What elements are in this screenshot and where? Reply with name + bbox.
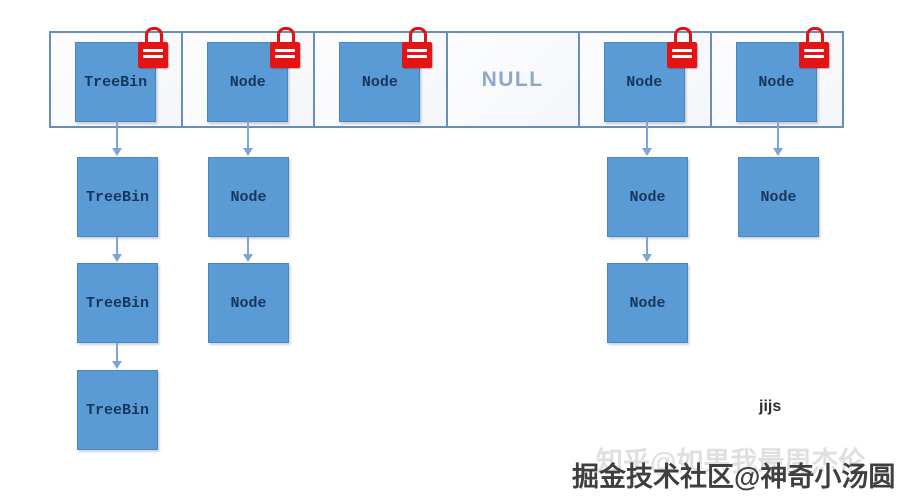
node-chain-box: Node (208, 157, 289, 237)
down-arrow-icon (116, 121, 118, 149)
treebin-box-label: TreeBin (85, 188, 149, 206)
lock-icon (402, 25, 433, 70)
treebin-chain-box: TreeBin (77, 157, 158, 237)
lock-body (402, 42, 433, 68)
node-chain-box: Node (208, 263, 289, 343)
lock-body (798, 42, 829, 68)
treebin-box-label: TreeBin (84, 73, 148, 91)
lock-shackle (409, 27, 428, 44)
faint-watermark: 知乎@如果我最周杰伦 (596, 447, 866, 477)
node-box-label: Node (626, 73, 663, 91)
node-box-label: Node (760, 188, 797, 206)
node-chain-box: Node (738, 157, 819, 237)
juejin-watermark: 掘金技术社区@神奇小汤圆 (572, 462, 896, 492)
treebin-box: TreeBin (75, 27, 169, 122)
lock-icon (798, 25, 829, 70)
lock-shackle (673, 27, 692, 44)
node-box-label: Node (629, 188, 666, 206)
down-arrow-icon (646, 121, 648, 149)
down-arrow-icon (116, 237, 118, 255)
node-box: Node (603, 27, 697, 122)
treebin-box-label: TreeBin (85, 401, 149, 419)
node-box-label: Node (229, 73, 266, 91)
array-cell-3: NULL (445, 33, 578, 126)
array-cell-5: Node (709, 27, 843, 126)
treebin-box-label: TreeBin (85, 294, 149, 312)
down-arrow-icon (777, 121, 779, 149)
node-box-label: Node (230, 294, 267, 312)
node-chain-box: Node (607, 157, 688, 237)
null-cell-label: NULL (481, 67, 544, 91)
down-arrow-icon (646, 237, 648, 255)
treebin-chain-box: TreeBin (77, 263, 158, 343)
lock-body (138, 42, 169, 68)
array-cell-0: TreeBin (51, 27, 182, 126)
node-box-label: Node (758, 73, 795, 91)
array-cell-1: Node (181, 27, 314, 126)
node-box: Node (735, 27, 829, 122)
lock-shackle (277, 27, 296, 44)
lock-body (270, 42, 301, 68)
down-arrow-icon (116, 343, 118, 362)
node-box-label: Node (629, 294, 666, 312)
down-arrow-icon (247, 237, 249, 255)
down-arrow-icon (247, 121, 249, 149)
jijs-label: jijs (759, 398, 782, 415)
node-box-label: Node (230, 188, 267, 206)
lock-body (666, 42, 697, 68)
lock-shackle (805, 27, 824, 44)
node-box: Node (207, 27, 301, 122)
node-box-label: Node (361, 73, 398, 91)
lock-icon (666, 25, 697, 70)
node-chain-box: Node (607, 263, 688, 343)
lock-shackle (145, 27, 164, 44)
array-cell-2: Node (313, 27, 446, 126)
node-box: Node (339, 27, 433, 122)
array-cell-4: Node (577, 27, 710, 126)
bucket-array: TreeBin Node Node (49, 27, 844, 128)
treebin-chain-box: TreeBin (77, 370, 158, 450)
lock-icon (138, 25, 169, 70)
lock-icon (270, 25, 301, 70)
